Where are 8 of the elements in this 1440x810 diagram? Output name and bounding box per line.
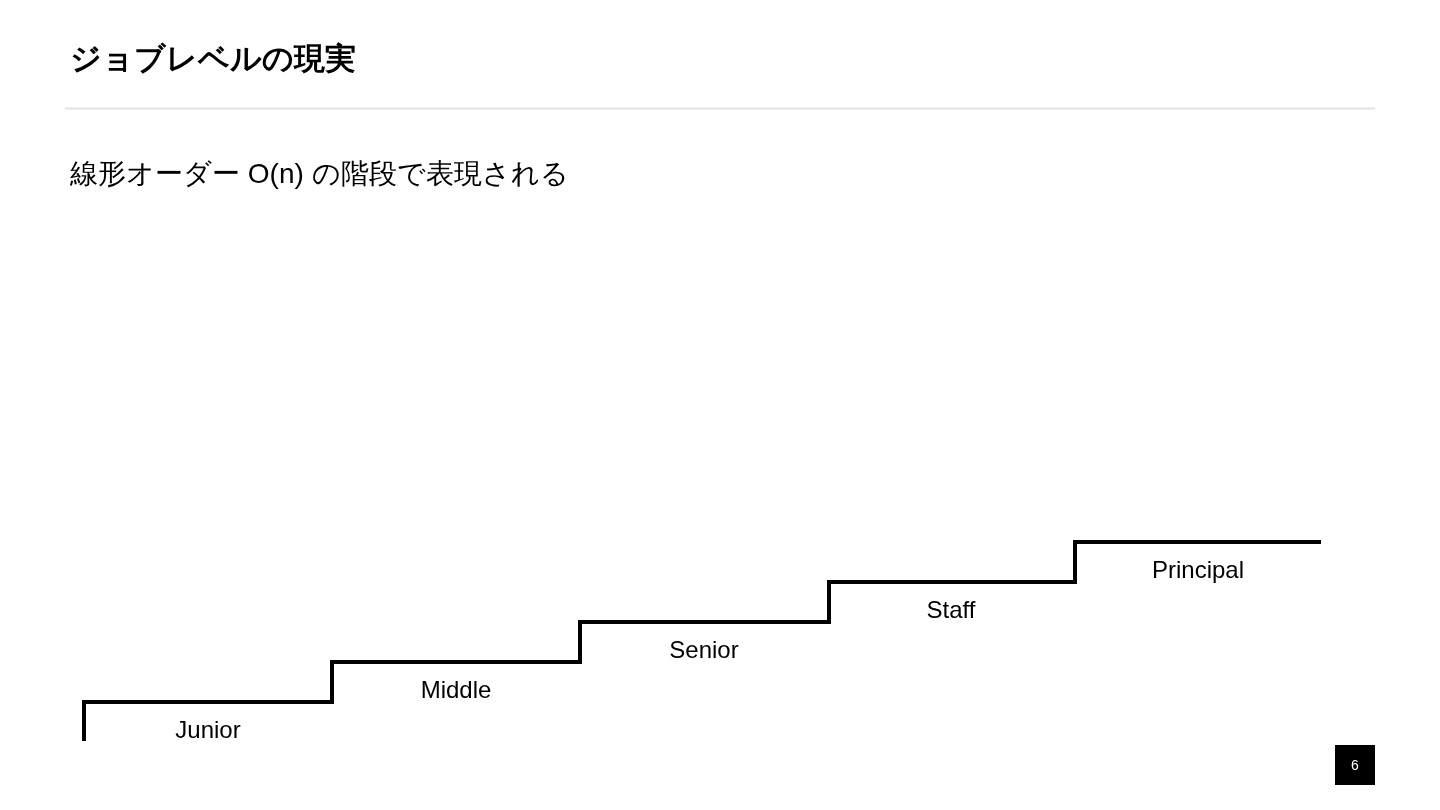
step-label: Staff: [925, 596, 977, 624]
step-label: Middle: [419, 676, 493, 704]
step-label: Senior: [668, 636, 740, 664]
slide-title: ジョブレベルの現実: [70, 40, 356, 78]
subtitle: 線形オーダー O(n) の階段で表現される: [70, 157, 569, 191]
step-label: Junior: [174, 716, 242, 744]
page-number: 6: [1335, 745, 1375, 785]
step-label: Principal: [1150, 556, 1245, 584]
